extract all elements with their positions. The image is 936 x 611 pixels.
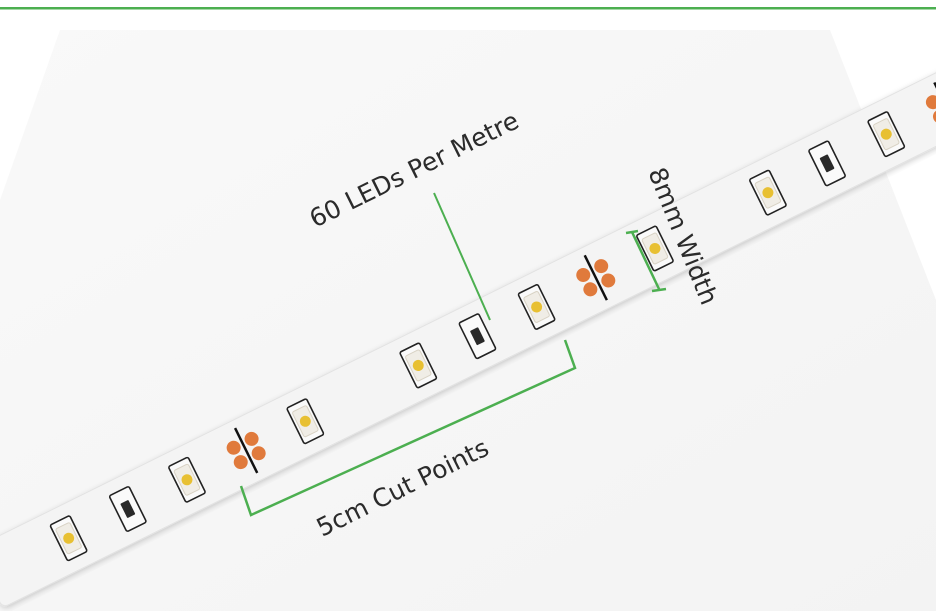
strip-body [0,53,936,607]
solder-pad [601,273,616,288]
solder-pad [233,455,248,470]
led-chip [749,169,787,216]
led-chip [286,398,325,445]
solder-pad [226,440,241,455]
cut-point [925,81,936,128]
led-chip [867,111,906,158]
cut-line [583,254,608,301]
width-bracket [625,229,667,293]
led-chip [399,342,438,389]
led-chip [168,456,206,503]
led-chip [49,515,88,562]
led-chip [636,225,674,272]
cut-points-bracket [239,339,577,517]
leds-pointer-line [433,192,491,321]
resistor-chip [458,313,497,360]
solder-pad [251,446,266,461]
cut-line [233,427,259,474]
solder-pad [576,267,591,282]
solder-pad [925,95,936,110]
solder-pad [583,282,598,297]
led-strip [0,53,936,607]
cut-point [226,427,266,474]
resistor-chip [108,486,147,532]
cut-point [576,254,616,301]
solder-pad [244,431,259,446]
resistor-chip [808,140,846,187]
strip-components [49,81,936,562]
solder-pad [594,259,609,274]
top-rule [0,7,936,10]
led-chip [517,284,556,330]
